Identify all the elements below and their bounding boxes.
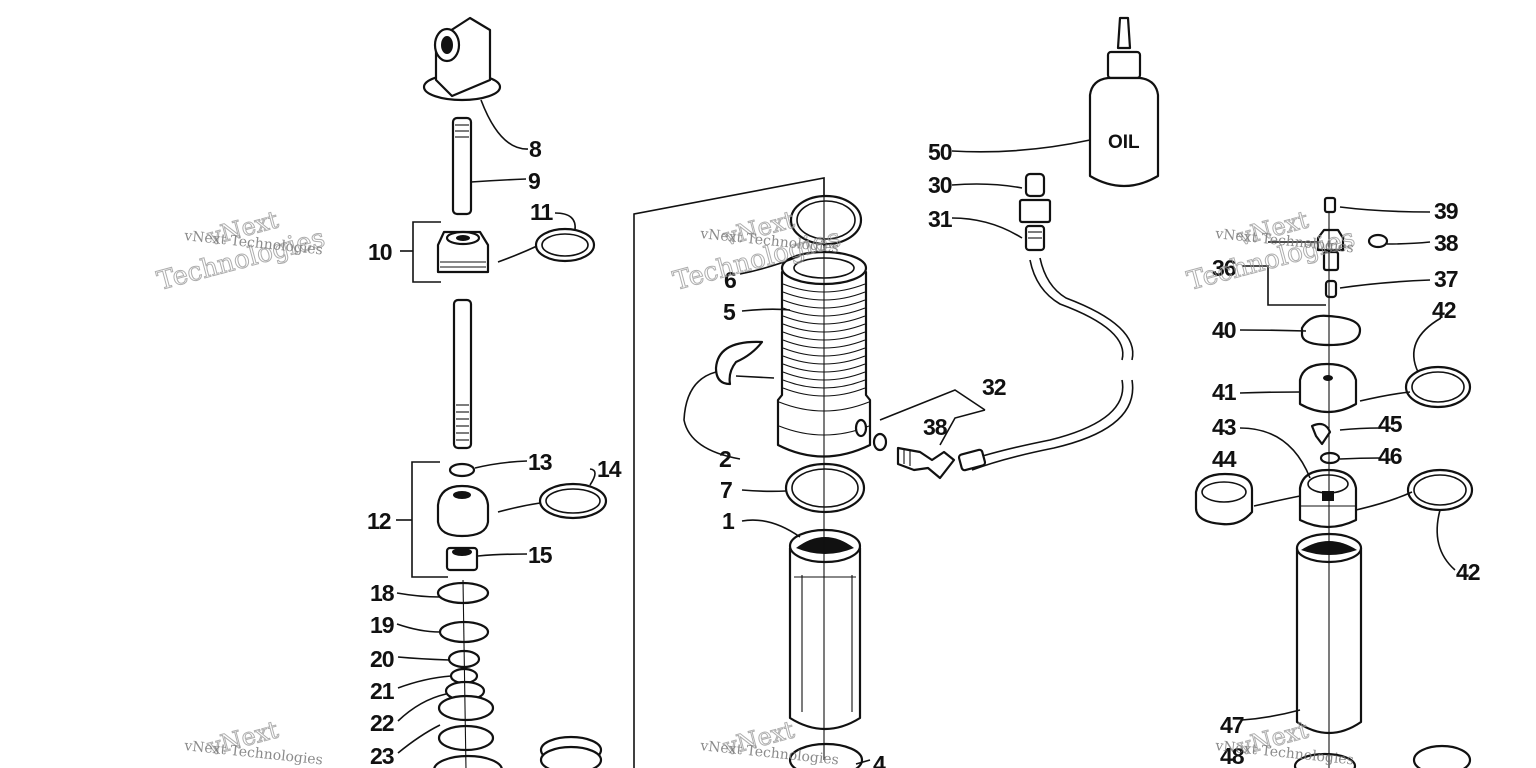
label-45: 45	[1378, 411, 1403, 437]
label-9: 9	[528, 168, 540, 194]
schrader-valve	[1018, 172, 1052, 252]
label-37: 37	[1434, 266, 1458, 292]
upper-shaft	[451, 116, 473, 216]
label-13: 13	[528, 449, 552, 475]
label-2: 2	[719, 446, 731, 472]
label-31: 31	[928, 206, 953, 232]
label-42-top: 42	[1432, 297, 1456, 323]
label-23: 23	[370, 743, 394, 768]
reservoir-cap	[1298, 362, 1358, 414]
label-10: 10	[368, 239, 392, 265]
oil-bottle: OIL	[1088, 16, 1160, 187]
reservoir-hose	[957, 257, 1134, 472]
label-4: 4	[873, 751, 886, 768]
label-30: 30	[928, 172, 952, 198]
bleed-screw	[1323, 196, 1337, 214]
bottom-o-ring-center	[788, 742, 864, 768]
label-22: 22	[370, 710, 394, 736]
label-19: 19	[370, 612, 394, 638]
label-46: 46	[1378, 443, 1402, 469]
left-leaders	[396, 99, 596, 754]
bottom-right-rings	[1293, 744, 1472, 768]
small-o-ring-38-center	[872, 432, 888, 452]
lower-clamp-ring	[539, 735, 603, 768]
label-48: 48	[1220, 743, 1245, 768]
label-38-right: 38	[1434, 230, 1459, 256]
piston-assembly	[436, 462, 490, 572]
label-5: 5	[723, 299, 736, 325]
elbow-fitting	[896, 446, 956, 480]
top-leaders-center	[951, 139, 1091, 239]
label-42-bottom: 42	[1456, 559, 1480, 585]
label-15: 15	[528, 542, 553, 568]
small-screw-45	[1310, 422, 1341, 465]
right-o-rings	[1404, 365, 1474, 512]
lower-shaft	[452, 298, 473, 450]
middle-o-ring	[784, 462, 866, 514]
right-leaders	[1239, 206, 1456, 721]
label-7: 7	[720, 477, 732, 503]
spanner-tool	[714, 340, 764, 386]
label-20: 20	[370, 646, 394, 672]
label-50: 50	[928, 139, 952, 165]
small-o-ring-38-right	[1367, 233, 1389, 249]
label-11: 11	[530, 199, 554, 225]
seal-head	[436, 230, 490, 274]
label-8: 8	[529, 136, 542, 162]
label-21: 21	[370, 678, 395, 704]
label-1: 1	[722, 508, 735, 534]
center-leaders	[683, 255, 986, 765]
oil-bottle-label: OIL	[1108, 132, 1140, 153]
shim-stack	[433, 579, 503, 768]
label-14: 14	[597, 456, 622, 482]
snap-ring	[1300, 314, 1362, 347]
label-36: 36	[1212, 255, 1236, 281]
label-41: 41	[1212, 379, 1237, 405]
top-o-ring	[789, 194, 863, 246]
separate-o-rings-left	[534, 227, 608, 520]
label-47: 47	[1220, 712, 1244, 738]
top-eye-mount	[422, 16, 502, 102]
label-39: 39	[1434, 198, 1458, 224]
label-18: 18	[370, 580, 395, 606]
center-cylinder	[788, 528, 862, 730]
floating-piston	[1298, 468, 1358, 529]
seal-44	[1194, 472, 1254, 526]
label-38-center: 38	[923, 414, 948, 440]
label-6: 6	[724, 267, 736, 293]
label-44: 44	[1212, 446, 1237, 472]
label-12: 12	[367, 508, 391, 534]
part-labels: 1 2 4 5 6 7 8 9 10 11 12 13 14 15 18 19 …	[367, 136, 1481, 768]
label-43: 43	[1212, 414, 1236, 440]
label-40: 40	[1212, 317, 1236, 343]
label-32: 32	[982, 374, 1006, 400]
